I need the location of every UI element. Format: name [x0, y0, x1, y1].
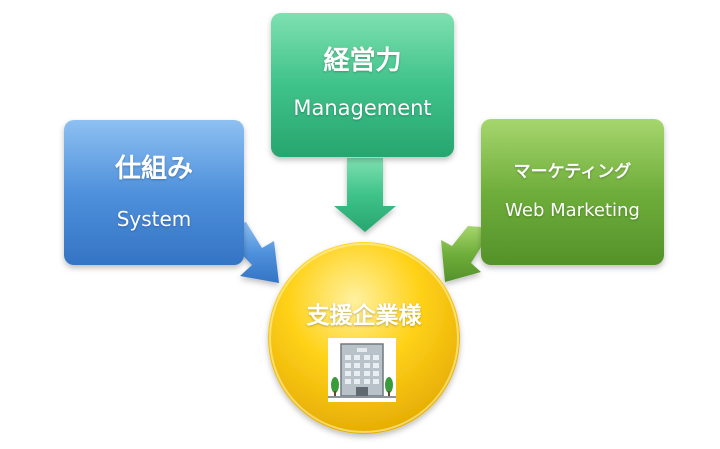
system-subtitle: System — [116, 207, 192, 231]
web-subtitle: Web Marketing — [505, 200, 640, 221]
management-box — [271, 13, 454, 157]
center-title: 支援企業様 — [306, 303, 422, 329]
management-title: 経営力 — [323, 46, 402, 76]
management-subtitle: Management — [293, 96, 432, 120]
web-box — [481, 119, 664, 265]
web-title: マーケティング — [513, 162, 632, 182]
management-arrow — [334, 158, 396, 232]
web-arrow — [441, 226, 493, 282]
office-building-icon — [328, 338, 396, 402]
system-title: 仕組み — [114, 154, 193, 184]
system-box — [64, 120, 244, 265]
